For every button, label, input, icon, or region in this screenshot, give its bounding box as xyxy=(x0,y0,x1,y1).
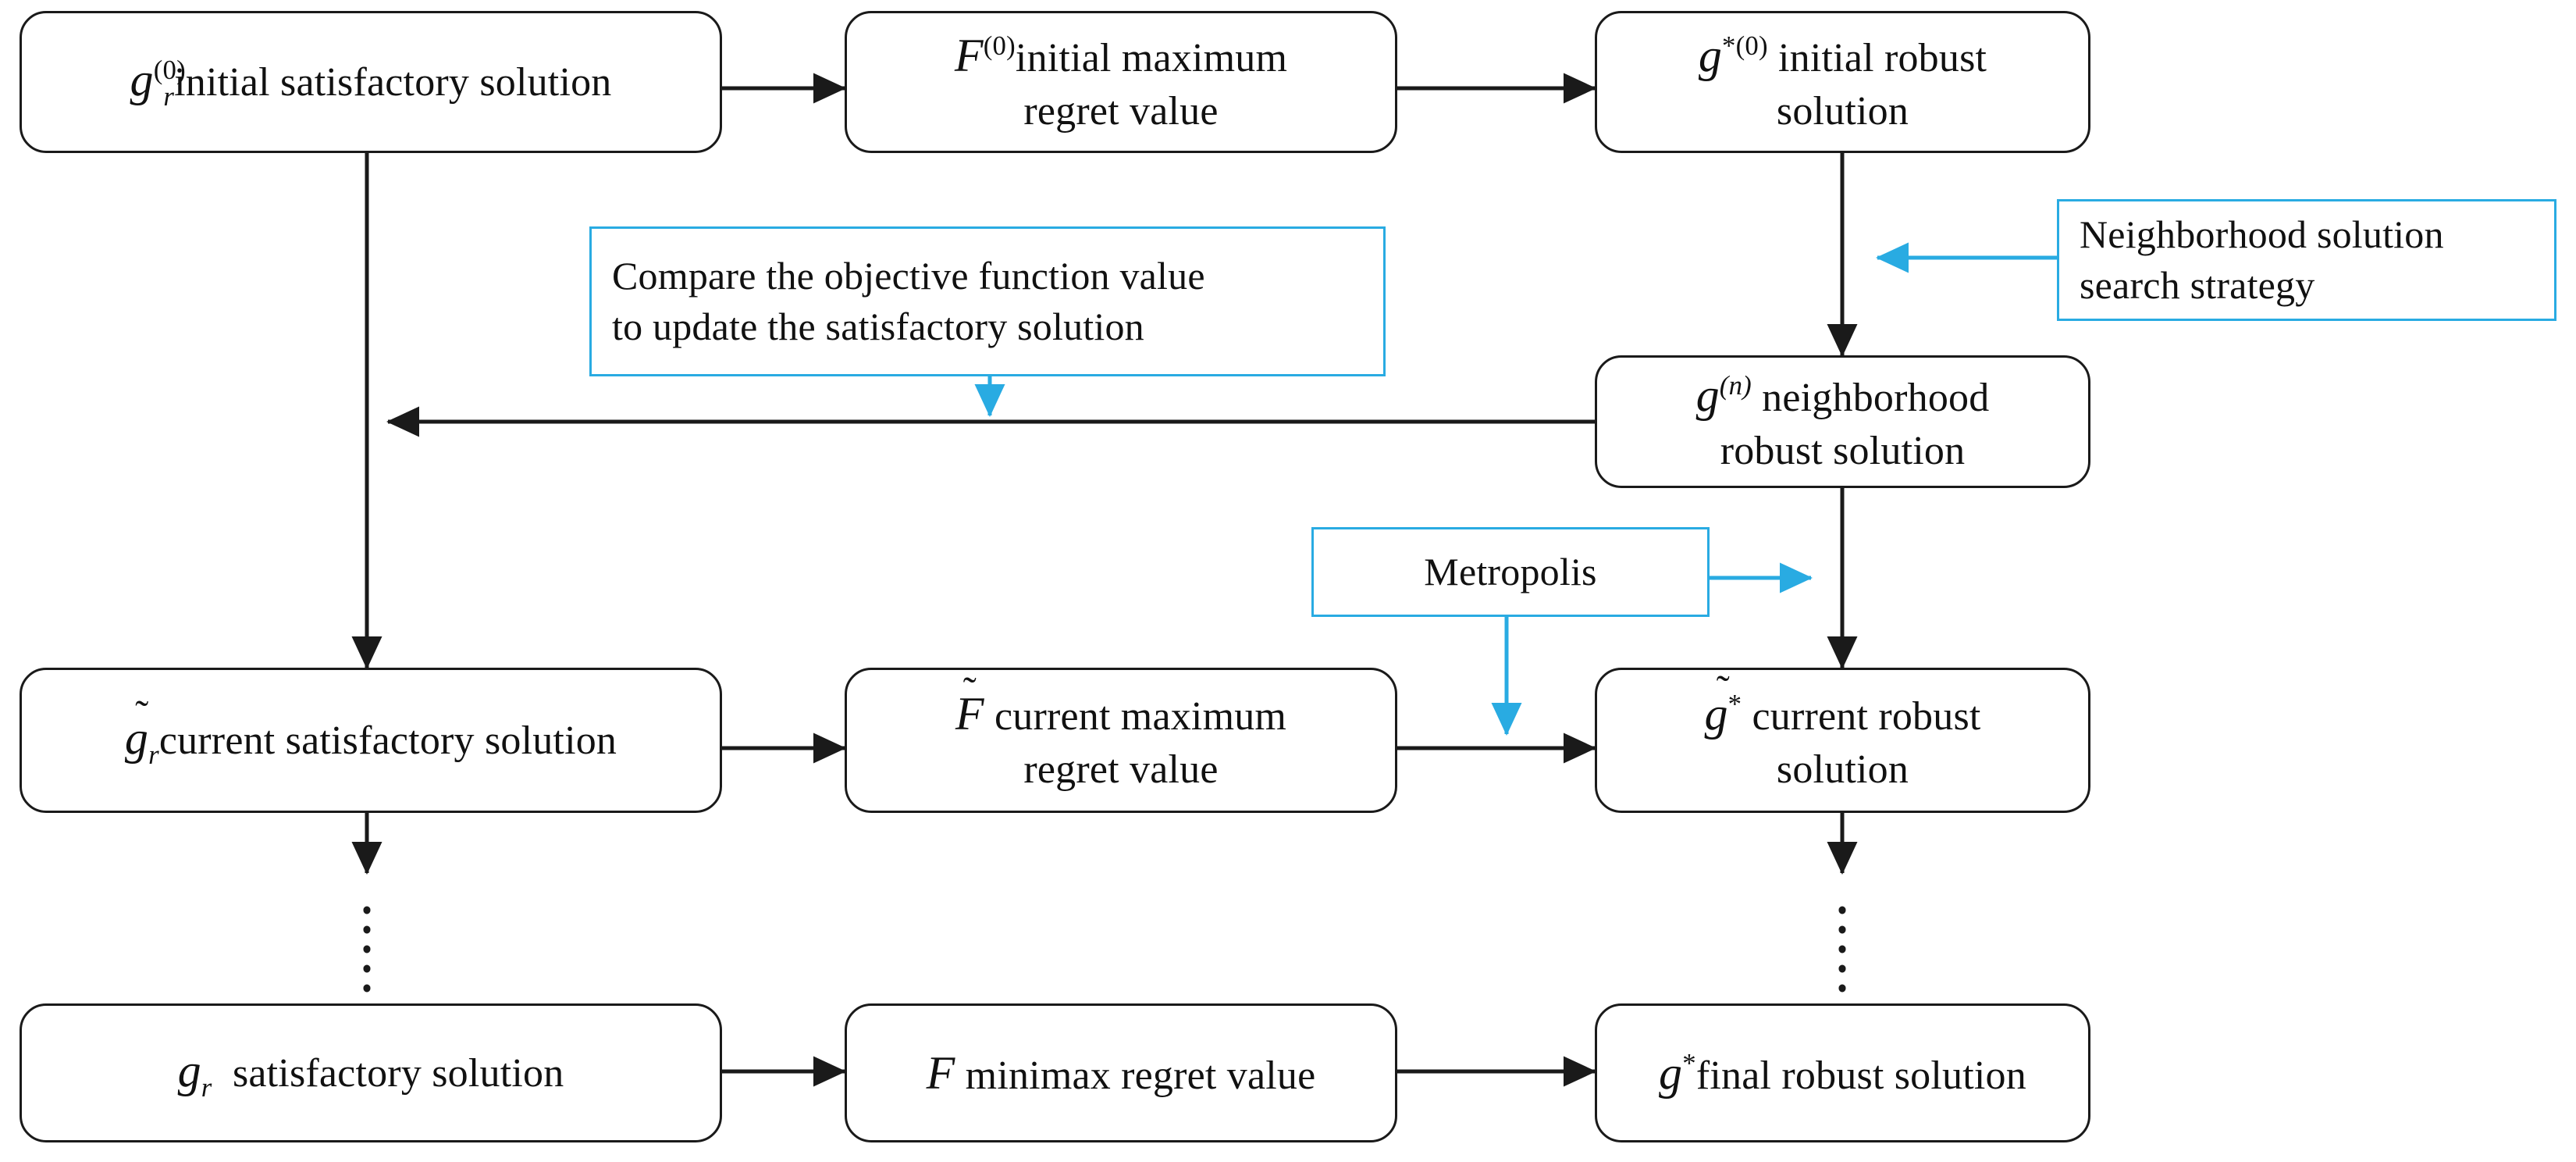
node-final-robust-label: g*final robust solution xyxy=(1659,1046,2026,1099)
node-neighborhood-robust-label: g(n) neighborhood robust solution xyxy=(1695,369,1990,474)
node-current-satisfactory[interactable]: ˜grcurrent satisfactory solution xyxy=(20,668,722,813)
node-final-satisfactory[interactable]: gr satisfactory solution xyxy=(20,1003,722,1142)
node-neighborhood-strategy-label: Neighborhood solution search strategy xyxy=(2080,212,2444,307)
node-initial-robust[interactable]: g*(0) initial robust solution xyxy=(1595,11,2090,153)
node-initial-satisfactory-label: g(0)rinitial satisfactory solution xyxy=(130,53,612,112)
node-minimax-regret-label: F minimax regret value xyxy=(926,1046,1316,1099)
node-metropolis[interactable]: Metropolis xyxy=(1311,527,1710,617)
node-final-robust[interactable]: g*final robust solution xyxy=(1595,1003,2090,1142)
node-metropolis-label: Metropolis xyxy=(1424,550,1597,593)
node-current-max-regret-label: ˜F current maximum regret value xyxy=(955,670,1287,793)
node-neighborhood-strategy[interactable]: Neighborhood solution search strategy xyxy=(2057,199,2556,321)
node-initial-robust-label: g*(0) initial robust solution xyxy=(1698,30,1987,134)
node-current-satisfactory-label: ˜grcurrent satisfactory solution xyxy=(124,693,617,770)
node-current-robust-label: ˜g* current robust solution xyxy=(1704,668,1981,793)
node-current-max-regret[interactable]: ˜F current maximum regret value xyxy=(845,668,1397,813)
node-compare-update-label: Compare the objective function value to … xyxy=(612,254,1205,348)
node-neighborhood-robust[interactable]: g(n) neighborhood robust solution xyxy=(1595,355,2090,488)
node-initial-max-regret-label: F(0)initial maximum regret value xyxy=(954,30,1288,134)
node-current-robust[interactable]: ˜g* current robust solution xyxy=(1595,668,2090,813)
node-initial-satisfactory[interactable]: g(0)rinitial satisfactory solution xyxy=(20,11,722,153)
node-minimax-regret[interactable]: F minimax regret value xyxy=(845,1003,1397,1142)
node-compare-update[interactable]: Compare the objective function value to … xyxy=(589,226,1386,376)
node-final-satisfactory-label: gr satisfactory solution xyxy=(177,1044,564,1103)
node-initial-max-regret[interactable]: F(0)initial maximum regret value xyxy=(845,11,1397,153)
